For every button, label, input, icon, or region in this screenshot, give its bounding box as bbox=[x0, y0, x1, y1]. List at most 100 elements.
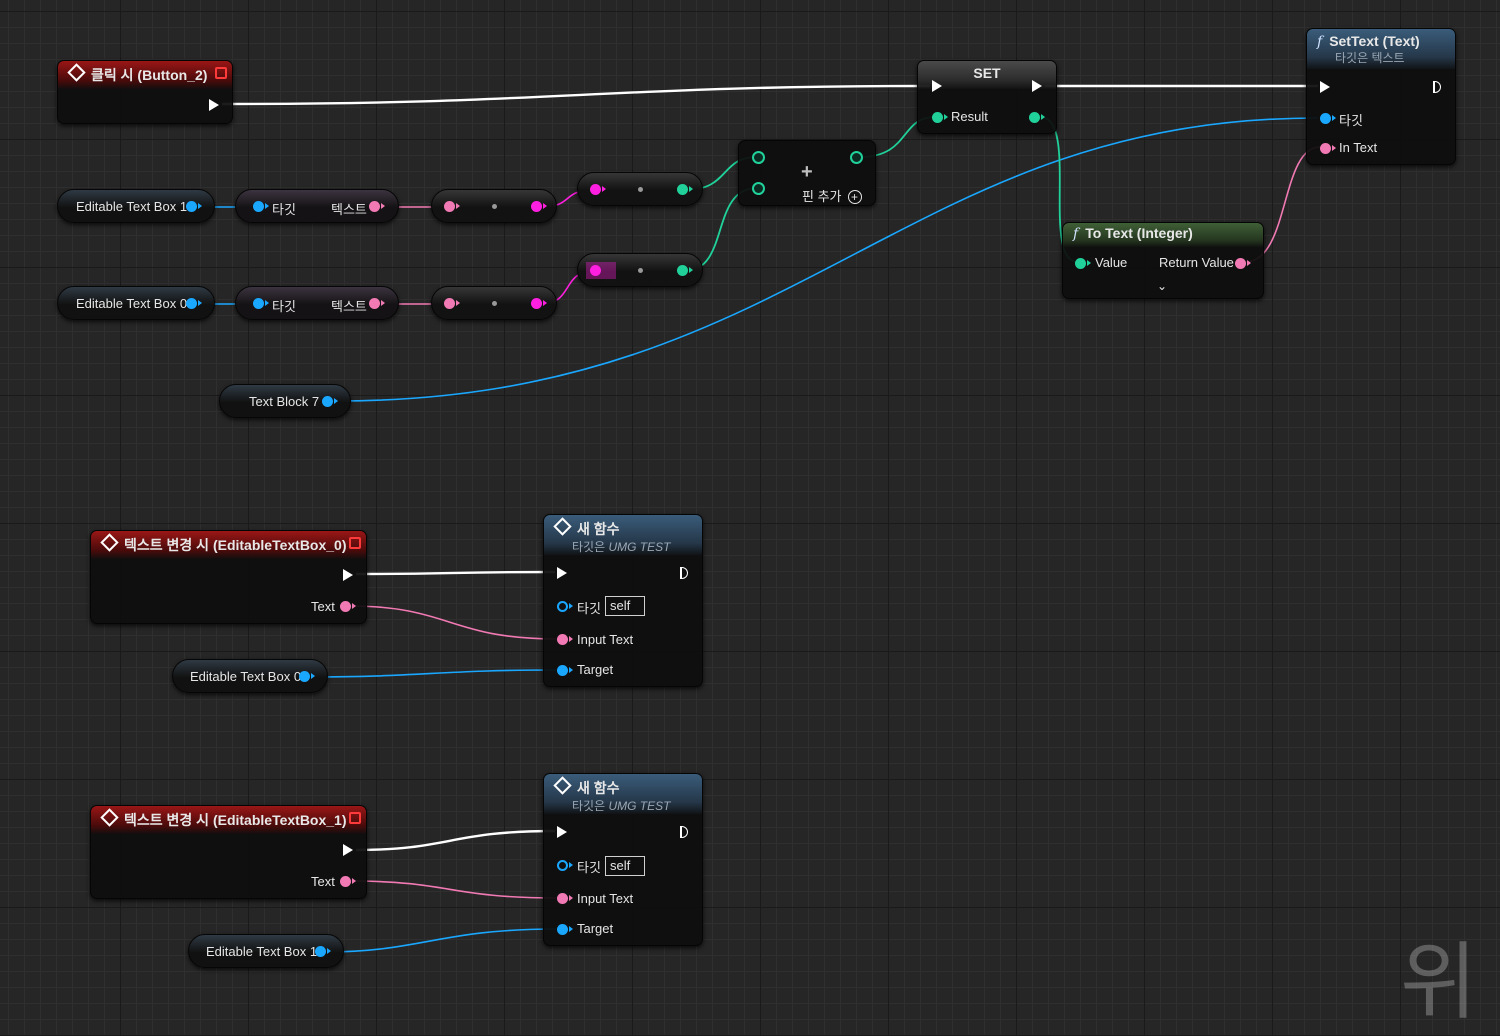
variable-output-pin[interactable] bbox=[315, 946, 326, 957]
event-node-text-changed-1[interactable]: 텍스트 변경 시 (EditableTextBox_1) Text bbox=[90, 805, 367, 899]
exec-output-pin[interactable] bbox=[343, 844, 353, 856]
conv-output-pin[interactable] bbox=[531, 298, 542, 309]
target-self-pin[interactable] bbox=[557, 601, 568, 612]
intext-input-pin[interactable] bbox=[1320, 143, 1331, 154]
settext-title: SetText (Text) bbox=[1329, 33, 1420, 49]
conv-input-pin[interactable] bbox=[444, 201, 455, 212]
exec-input-pin[interactable] bbox=[557, 826, 567, 838]
append-input-b-pin[interactable] bbox=[752, 182, 765, 195]
wire-event0-text bbox=[349, 605, 558, 640]
function-icon: f bbox=[1073, 226, 1079, 242]
subtitle-prefix: 타깃은 bbox=[572, 799, 609, 813]
exec-output-pin[interactable] bbox=[1433, 81, 1441, 93]
function-diamond-icon bbox=[553, 776, 572, 795]
event-diamond-icon bbox=[100, 808, 119, 827]
conv-input-pin[interactable] bbox=[590, 184, 601, 195]
conv-input-pin[interactable] bbox=[590, 265, 601, 276]
result-input-pin[interactable] bbox=[932, 112, 943, 123]
conv-output-pin[interactable] bbox=[677, 265, 688, 276]
conversion-string-to-text-0[interactable] bbox=[577, 253, 703, 287]
input-text-pin[interactable] bbox=[557, 893, 568, 904]
target-self-pin[interactable] bbox=[557, 860, 568, 871]
exec-output-pin[interactable] bbox=[1032, 80, 1042, 92]
input-text-pin[interactable] bbox=[557, 634, 568, 645]
breakpoint-square-icon[interactable] bbox=[349, 537, 361, 549]
exec-output-pin[interactable] bbox=[680, 826, 688, 838]
conversion-text-to-string-1[interactable] bbox=[431, 189, 557, 223]
function-subtitle: 타깃은 UMG TEST bbox=[554, 538, 702, 555]
variable-output-pin[interactable] bbox=[322, 396, 333, 407]
variable-output-pin[interactable] bbox=[186, 201, 197, 212]
conversion-string-to-text-1[interactable] bbox=[577, 172, 703, 206]
conv-output-pin[interactable] bbox=[677, 184, 688, 195]
conv-input-pin[interactable] bbox=[444, 298, 455, 309]
target-self-field[interactable]: self bbox=[605, 596, 645, 616]
append-output-pin[interactable] bbox=[850, 151, 863, 164]
variable-label: Editable Text Box 0 bbox=[76, 296, 188, 311]
text-output-pin[interactable] bbox=[340, 601, 351, 612]
set-node-title: SET bbox=[973, 65, 1001, 81]
variable-output-pin[interactable] bbox=[299, 671, 310, 682]
exec-input-pin[interactable] bbox=[1320, 81, 1330, 93]
exec-input-pin[interactable] bbox=[557, 567, 567, 579]
function-subtitle: 타깃은 UMG TEST bbox=[554, 797, 702, 814]
function-header: 새 함수 타깃은 UMG TEST bbox=[544, 774, 702, 814]
pin-arrow-icon bbox=[569, 603, 573, 609]
exec-output-pin[interactable] bbox=[680, 567, 688, 579]
variable-editable-text-box-1-lower[interactable]: Editable Text Box 1 bbox=[188, 934, 344, 968]
event-node-click-button2[interactable]: 클릭 시 (Button_2) bbox=[57, 60, 233, 124]
value-input-pin[interactable] bbox=[1075, 258, 1086, 269]
result-label: Result bbox=[951, 109, 988, 124]
get-text-node-1[interactable]: 타깃 텍스트 bbox=[235, 189, 399, 223]
text-output-pin[interactable] bbox=[340, 876, 351, 887]
exec-wire-click-to-set bbox=[221, 84, 931, 106]
get-text-output-pin[interactable] bbox=[369, 298, 380, 309]
target-pin[interactable] bbox=[557, 924, 568, 935]
add-pin-button[interactable]: 핀 추가+ bbox=[802, 186, 862, 205]
variable-editable-text-box-0-lower[interactable]: Editable Text Box 0 bbox=[172, 659, 328, 693]
exec-output-pin[interactable] bbox=[343, 569, 353, 581]
get-target-pin[interactable] bbox=[253, 201, 264, 212]
pin-arrow-icon bbox=[1247, 260, 1251, 266]
expand-chevron-icon[interactable]: ⌄ bbox=[1157, 279, 1168, 293]
function-node-new-function-0[interactable]: 새 함수 타깃은 UMG TEST 타깃 self Input Text Tar… bbox=[543, 514, 703, 687]
pin-arrow-icon bbox=[944, 114, 948, 120]
append-node[interactable]: + 핀 추가+ bbox=[738, 140, 876, 206]
get-text-node-0[interactable]: 타깃 텍스트 bbox=[235, 286, 399, 320]
wire-event1-text bbox=[349, 880, 558, 899]
pin-arrow-icon bbox=[334, 398, 338, 404]
get-text-output-pin[interactable] bbox=[369, 201, 380, 212]
conv-output-pin[interactable] bbox=[531, 201, 542, 212]
subtitle-prefix: 타깃은 bbox=[572, 540, 609, 554]
conversion-dot-icon bbox=[638, 268, 643, 273]
function-node-new-function-1[interactable]: 새 함수 타깃은 UMG TEST 타깃 self Input Text Tar… bbox=[543, 773, 703, 946]
event-node-title: 텍스트 변경 시 (EditableTextBox_1) bbox=[124, 812, 347, 828]
result-output-pin[interactable] bbox=[1029, 112, 1040, 123]
breakpoint-square-icon[interactable] bbox=[215, 67, 227, 79]
pin-arrow-icon bbox=[265, 300, 269, 306]
get-target-pin[interactable] bbox=[253, 298, 264, 309]
conversion-text-to-string-0[interactable] bbox=[431, 286, 557, 320]
set-variable-node[interactable]: SET Result bbox=[917, 60, 1057, 134]
variable-output-pin[interactable] bbox=[186, 298, 197, 309]
return-value-pin[interactable] bbox=[1235, 258, 1246, 269]
variable-label: Editable Text Box 1 bbox=[206, 944, 318, 959]
variable-editable-text-box-1[interactable]: Editable Text Box 1 bbox=[57, 189, 215, 223]
target-pin[interactable] bbox=[557, 665, 568, 676]
exec-input-pin[interactable] bbox=[932, 80, 942, 92]
target-input-pin[interactable] bbox=[1320, 113, 1331, 124]
event-node-title: 클릭 시 (Button_2) bbox=[91, 67, 208, 83]
pin-arrow-icon bbox=[569, 926, 573, 932]
target-self-field[interactable]: self bbox=[605, 856, 645, 876]
variable-editable-text-box-0[interactable]: Editable Text Box 0 bbox=[57, 286, 215, 320]
text-output-label: Text bbox=[311, 874, 335, 889]
append-input-a-pin[interactable] bbox=[752, 151, 765, 164]
exec-output-pin[interactable] bbox=[209, 99, 219, 111]
input-text-label: Input Text bbox=[577, 891, 634, 906]
breakpoint-square-icon[interactable] bbox=[349, 812, 361, 824]
variable-text-block-7[interactable]: Text Block 7 bbox=[219, 384, 351, 418]
event-node-text-changed-0[interactable]: 텍스트 변경 시 (EditableTextBox_0) Text bbox=[90, 530, 367, 624]
pin-arrow-icon bbox=[1332, 115, 1336, 121]
